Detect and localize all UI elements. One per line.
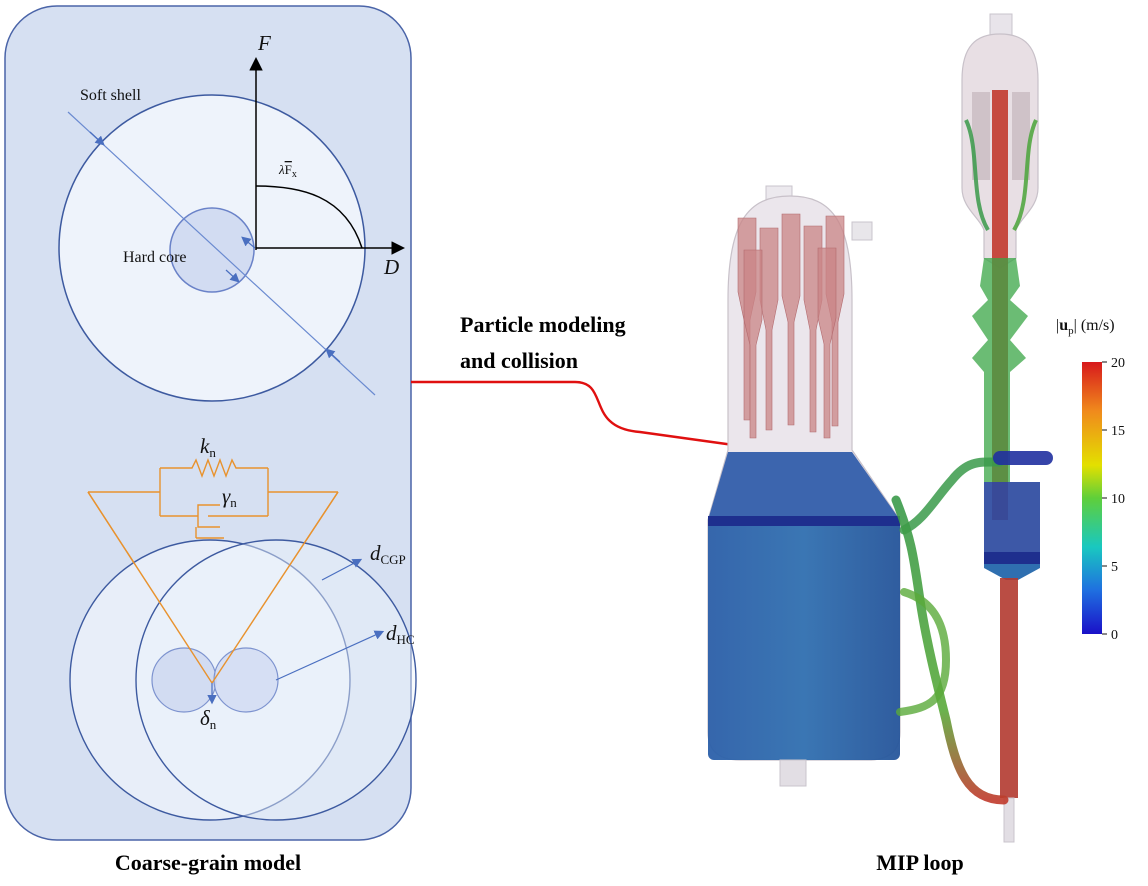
regenerator-lower-bed xyxy=(708,520,900,760)
colorbar-ticks: 20 15 10 5 0 xyxy=(1102,356,1125,643)
standpipe xyxy=(1000,578,1018,798)
cyclones xyxy=(737,213,845,439)
hc-diameter-label: dHC xyxy=(386,621,415,647)
right-panel-caption: MIP loop xyxy=(876,850,963,875)
distance-axis-label: D xyxy=(383,255,399,279)
return-line xyxy=(896,588,951,716)
colorbar-tick-label: 15 xyxy=(1111,424,1125,439)
cgp-diameter-label: dCGP xyxy=(370,541,406,567)
connector-label-line2: and collision xyxy=(460,348,578,373)
hc-diameter-pointer xyxy=(275,630,385,681)
diameter-line xyxy=(67,111,376,396)
reactor-bed xyxy=(984,482,1040,552)
cgp-diameter-pointer xyxy=(321,558,363,581)
transfer-pipes xyxy=(891,451,1053,805)
coarse-grain-panel: F D Soft shell Hard core λFx kn γn xyxy=(4,5,417,875)
shell-arrow-top xyxy=(89,131,105,146)
colorbar-tick-label: 20 xyxy=(1111,356,1125,371)
shell-arrow-bottom xyxy=(325,348,341,363)
core-arrow-top xyxy=(241,236,256,249)
force-curve-label: λFx xyxy=(278,162,297,180)
connector-curve xyxy=(411,380,753,456)
transfer-line-lower xyxy=(891,495,1009,805)
force-curve xyxy=(255,185,363,249)
colorbar-title: |up| (m/s) xyxy=(1056,317,1115,337)
core-arrow-bottom xyxy=(225,269,240,283)
spring-coil xyxy=(160,458,268,478)
colorbar-tick-label: 10 xyxy=(1111,492,1125,507)
velocity-colorbar: |up| (m/s) 20 15 10 5 0 xyxy=(1056,317,1125,643)
overlap-label: δn xyxy=(200,706,217,732)
soft-shell-label: Soft shell xyxy=(80,87,141,104)
damper-cup xyxy=(197,504,220,528)
colorbar-tick-label: 5 xyxy=(1111,560,1118,575)
connector: Particle modeling and collision xyxy=(411,312,789,467)
mip-loop-render: MIP loop xyxy=(707,13,1053,875)
reactor-body xyxy=(972,258,1028,482)
hard-core-right xyxy=(213,647,279,713)
colorbar-gradient xyxy=(1082,362,1102,634)
hard-core-circle xyxy=(169,207,255,293)
hard-core-left xyxy=(151,647,217,713)
hard-core-label: Hard core xyxy=(123,249,187,266)
transfer-line-upper xyxy=(899,457,1005,535)
connector-label-line1: Particle modeling xyxy=(460,312,626,337)
riser-reactor xyxy=(961,13,1040,843)
regenerator-vessel xyxy=(707,185,901,787)
colorbar-tick-label: 0 xyxy=(1111,628,1118,643)
left-panel-caption: Coarse-grain model xyxy=(115,850,301,875)
damper-label: γn xyxy=(222,484,237,510)
regenerator-bed xyxy=(708,452,900,520)
spring-label: kn xyxy=(200,434,216,460)
force-axis-label: F xyxy=(257,31,271,55)
